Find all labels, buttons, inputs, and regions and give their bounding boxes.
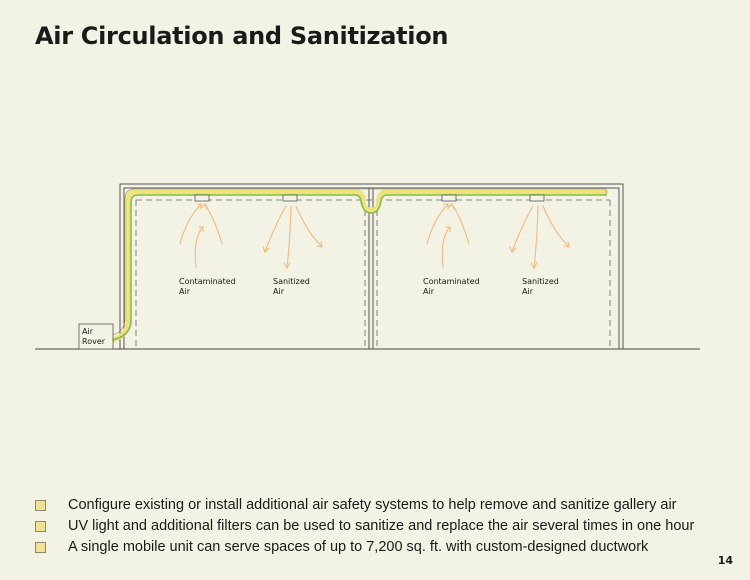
bullet-square-icon	[35, 500, 46, 511]
air-flow-arrows	[179, 203, 570, 270]
bullet-text: UV light and additional filters can be u…	[68, 518, 695, 534]
unit-label-line1: Air	[82, 327, 94, 336]
duct-yellow	[109, 189, 609, 343]
right-sanitized-label-line2: Air	[522, 287, 534, 296]
bullet-text: A single mobile unit can serve spaces of…	[68, 539, 649, 555]
building-walls	[119, 183, 624, 349]
list-item: A single mobile unit can serve spaces of…	[35, 537, 694, 558]
air-rover-unit: Air Rover	[78, 323, 114, 350]
left-room-labels: Contaminated Air Sanitized Air	[179, 277, 310, 296]
bullet-square-icon	[35, 521, 46, 532]
right-contaminated-label-line2: Air	[423, 287, 435, 296]
left-contaminated-label-line1: Contaminated	[179, 277, 236, 286]
ductwork	[109, 188, 609, 343]
bullet-list: Configure existing or install additional…	[35, 495, 694, 558]
bullet-square-icon	[35, 542, 46, 553]
unit-label-line2: Rover	[82, 337, 106, 346]
left-contaminated-label-line2: Air	[179, 287, 191, 296]
right-room-labels: Contaminated Air Sanitized Air	[423, 277, 559, 296]
left-sanitized-label-line2: Air	[273, 287, 285, 296]
vents	[194, 194, 545, 202]
bullet-text: Configure existing or install additional…	[68, 497, 677, 513]
duct-green	[111, 194, 607, 341]
list-item: UV light and additional filters can be u…	[35, 516, 694, 537]
list-item: Configure existing or install additional…	[35, 495, 694, 516]
page-number: 14	[717, 554, 733, 567]
right-sanitized-label-line1: Sanitized	[522, 277, 559, 286]
right-contaminated-label-line1: Contaminated	[423, 277, 480, 286]
left-sanitized-label-line1: Sanitized	[273, 277, 310, 286]
page-title: Air Circulation and Sanitization	[35, 22, 449, 50]
